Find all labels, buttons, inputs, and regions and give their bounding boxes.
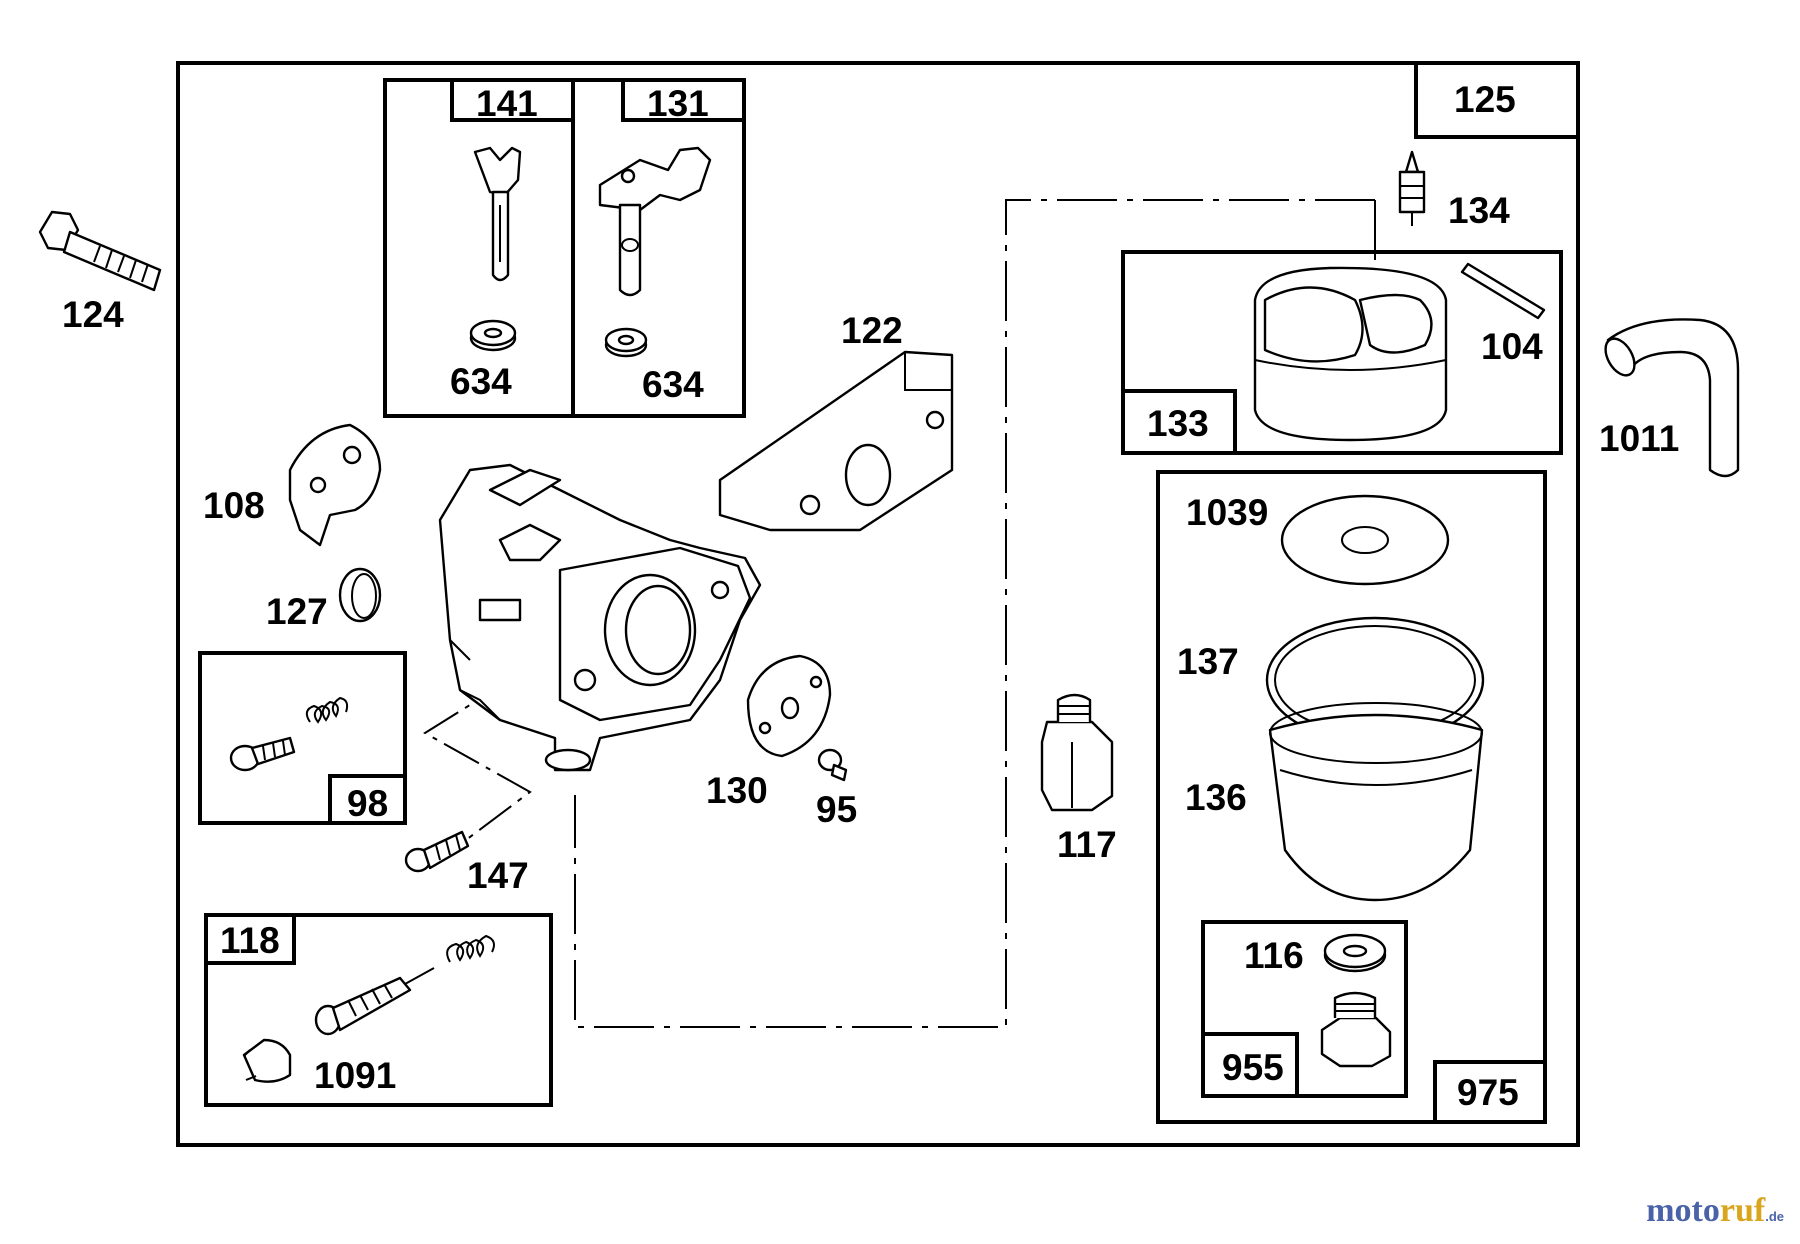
throttle-plate-108-icon xyxy=(288,423,382,547)
spring-118-icon xyxy=(446,934,495,963)
kit-box-98 xyxy=(198,651,407,825)
carburetor-body-icon xyxy=(438,463,762,772)
diaphragm-130-icon xyxy=(746,654,832,758)
kit-box-118 xyxy=(204,913,553,1107)
gasket-122-icon xyxy=(718,350,954,532)
label-130: 130 xyxy=(706,770,768,811)
label-118: 118 xyxy=(220,920,280,961)
label-131: 131 xyxy=(647,83,709,124)
washer-116-icon xyxy=(1323,933,1387,973)
plug-127-icon xyxy=(338,567,382,623)
washer-634b-icon xyxy=(604,327,648,358)
label-134: 134 xyxy=(1448,190,1510,231)
label-634a: 634 xyxy=(450,361,512,402)
label-124: 124 xyxy=(62,294,124,335)
inlet-needle-134-icon xyxy=(1398,150,1426,226)
label-133: 133 xyxy=(1147,403,1209,444)
float-lever-131-icon xyxy=(598,146,712,297)
label-955: 955 xyxy=(1222,1047,1284,1088)
routing-line xyxy=(574,199,1375,1028)
watermark-suffix: .de xyxy=(1765,1209,1784,1224)
label-1091: 1091 xyxy=(314,1055,396,1096)
site-watermark: motoruf.de xyxy=(1646,1192,1784,1230)
label-116: 116 xyxy=(1244,935,1304,976)
kit-box-955 xyxy=(1201,920,1408,1098)
label-975: 975 xyxy=(1457,1072,1519,1113)
watermark-part1: moto xyxy=(1646,1192,1720,1229)
screw-147-icon xyxy=(404,830,470,873)
label-125: 125 xyxy=(1454,79,1516,120)
kit-box-131 xyxy=(571,78,746,418)
assembly-frame xyxy=(176,61,1580,1147)
hose-1011-icon xyxy=(1604,318,1740,478)
spring-98-icon xyxy=(305,696,349,724)
label-1011: 1011 xyxy=(1599,418,1679,459)
label-98: 98 xyxy=(347,783,388,824)
label-95: 95 xyxy=(816,789,857,830)
kit-box-975 xyxy=(1156,470,1547,1124)
label-136: 136 xyxy=(1185,777,1247,818)
label-1039: 1039 xyxy=(1186,492,1268,533)
label-137: 137 xyxy=(1177,641,1239,682)
leader-147 xyxy=(423,679,532,844)
gasket-1039-icon xyxy=(1280,494,1450,586)
label-104: 104 xyxy=(1481,326,1543,367)
label-634b: 634 xyxy=(642,364,704,405)
mixture-screw-1091-icon xyxy=(314,967,435,1036)
cap-118-icon xyxy=(242,1038,292,1083)
label-127: 127 xyxy=(266,591,328,632)
main-jet-117-icon xyxy=(1040,693,1114,812)
label-117: 117 xyxy=(1057,824,1117,865)
kit-box-125 xyxy=(1414,61,1580,139)
idle-screw-98-icon xyxy=(229,736,296,772)
needle-141-icon xyxy=(473,146,522,282)
float-133-icon xyxy=(1253,266,1448,442)
kit-box-133 xyxy=(1121,250,1563,455)
float-bowl-136-icon xyxy=(1268,702,1484,902)
label-108: 108 xyxy=(203,485,265,526)
bolt-124-icon xyxy=(38,210,162,292)
label-147: 147 xyxy=(467,855,529,896)
label-122: 122 xyxy=(841,310,903,351)
screw-95-icon xyxy=(817,748,848,782)
watermark-part2: ruf xyxy=(1719,1192,1766,1229)
bowl-screw-955-icon xyxy=(1320,991,1392,1068)
pin-104-icon xyxy=(1460,262,1546,320)
washer-634a-icon xyxy=(469,319,517,352)
label-141: 141 xyxy=(476,83,538,124)
